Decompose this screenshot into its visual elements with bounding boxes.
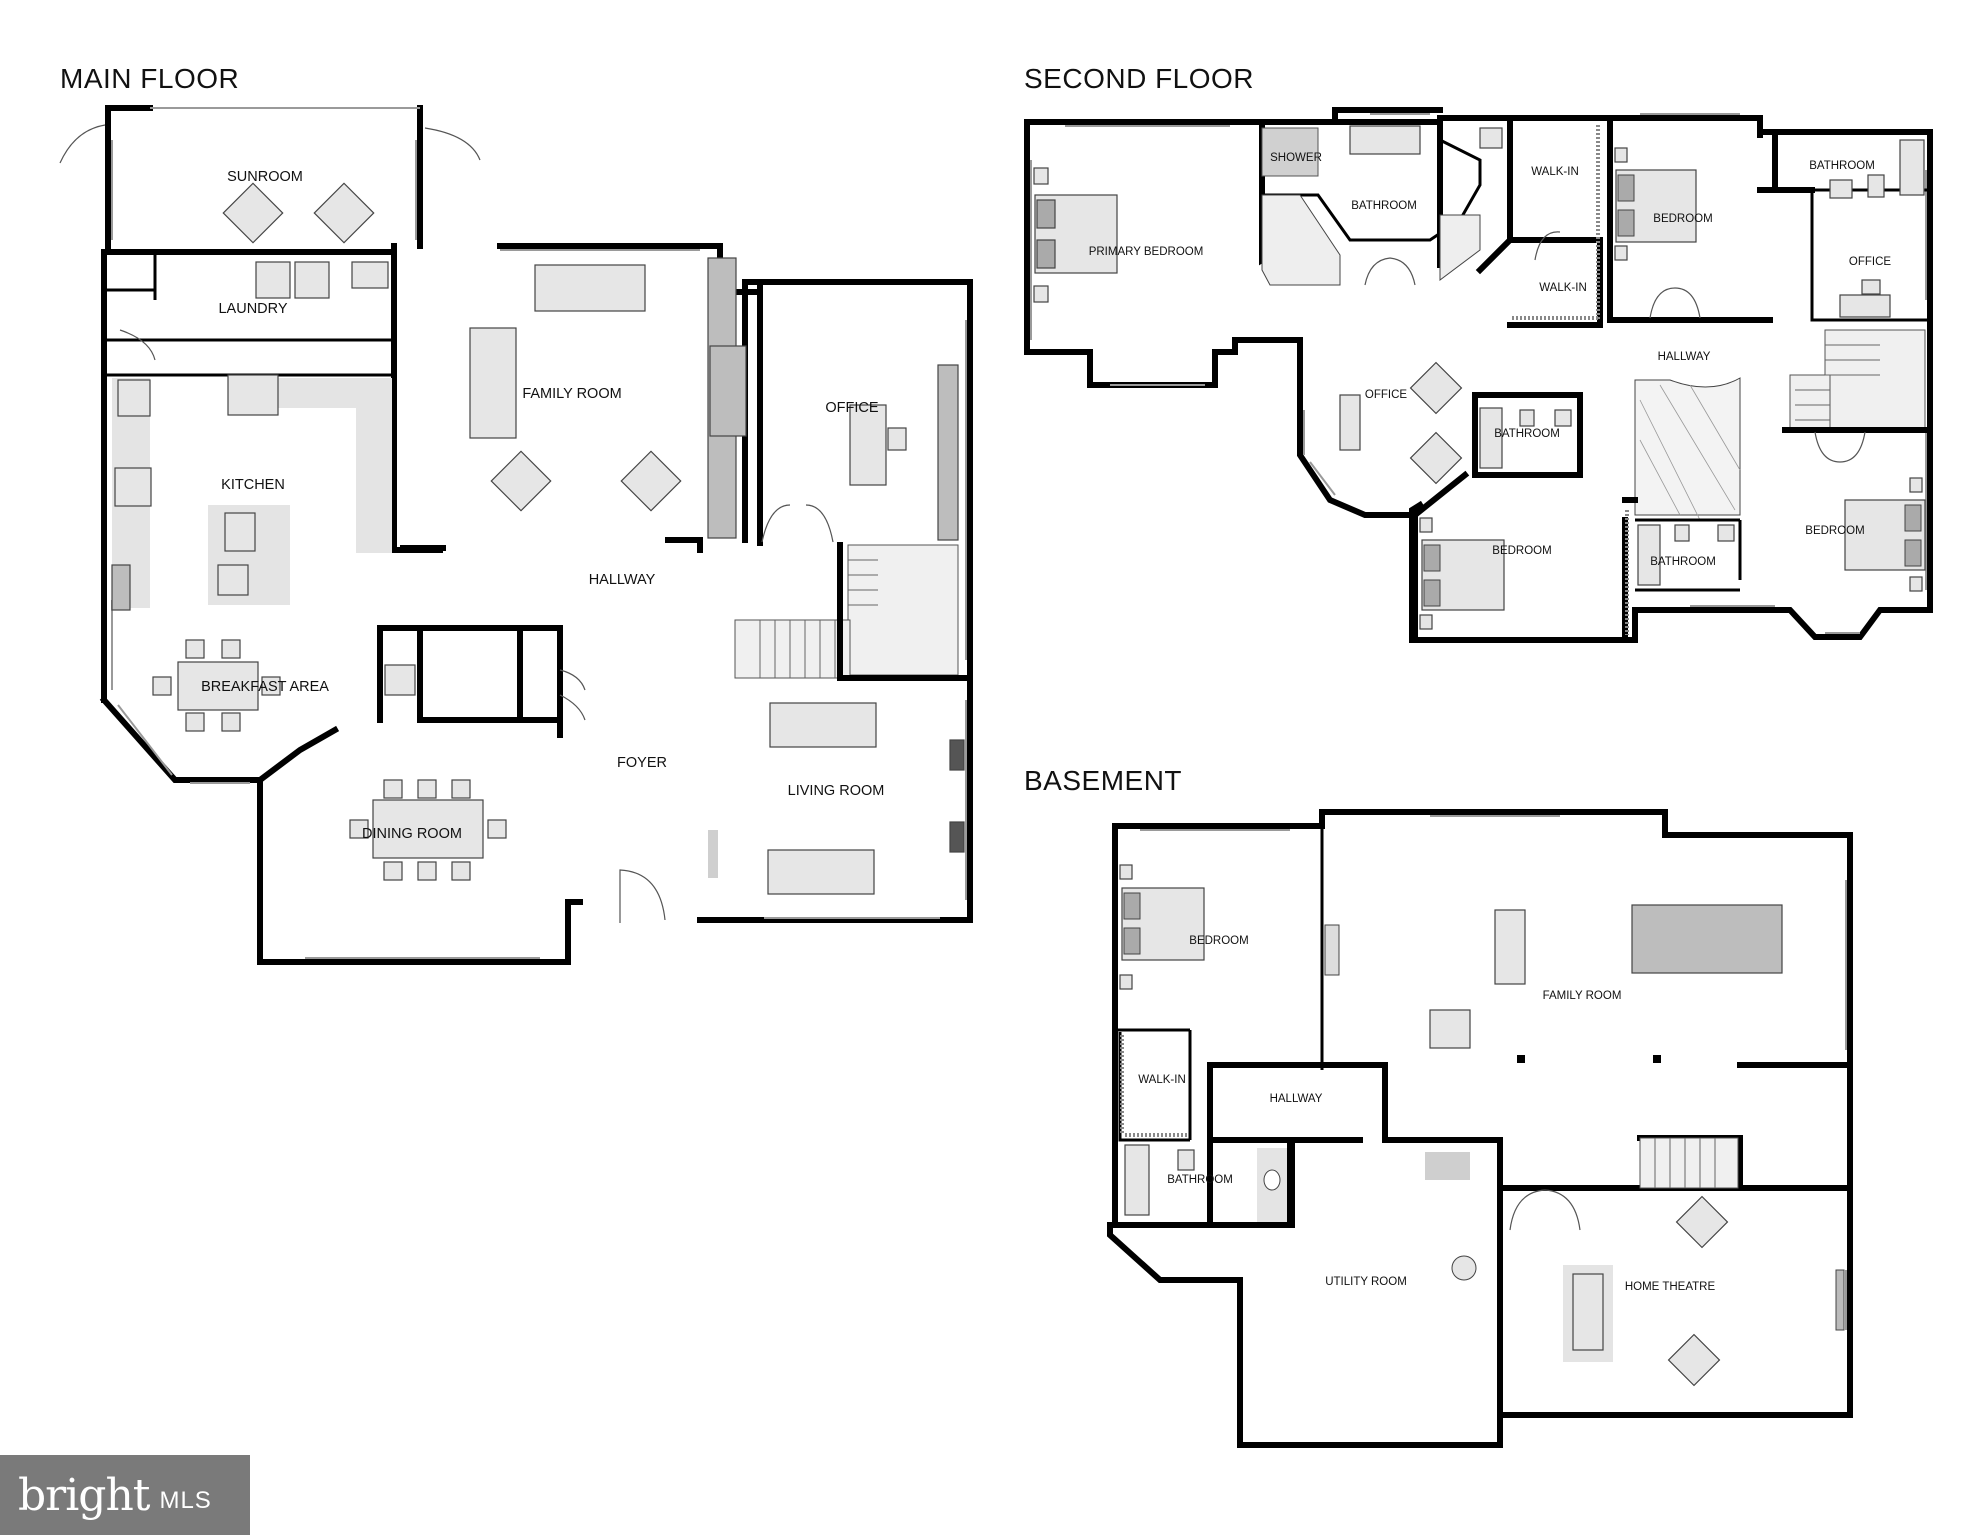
label-basement-walk-in: WALK-IN — [1138, 1074, 1186, 1086]
label-sunroom: SUNROOM — [227, 169, 303, 185]
family-room-area — [400, 257, 747, 553]
sunroom-area — [59, 105, 481, 249]
open-to-below — [1634, 377, 1741, 521]
label-living-room: LIVING ROOM — [788, 783, 885, 799]
label-laundry: LAUNDRY — [218, 301, 287, 317]
label-primary-bedroom: PRIMARY BEDROOM — [1089, 246, 1204, 258]
second-stairs — [1782, 329, 1933, 433]
living-room-area — [708, 702, 965, 895]
label-bedroom-1: BEDROOM — [1653, 213, 1712, 225]
label-shower: SHOWER — [1270, 152, 1322, 164]
label-bathroom-primary: BATHROOM — [1351, 200, 1417, 212]
label-hallway: HALLWAY — [589, 572, 656, 588]
label-hallway-second: HALLWAY — [1658, 351, 1711, 363]
logo-wordmark: bright — [18, 1469, 150, 1521]
bedroom-top-right — [1607, 115, 1815, 323]
main-floor-title: MAIN FLOOR — [60, 63, 239, 94]
dining-table — [349, 779, 507, 881]
basement: BASEMENT — [1024, 765, 1853, 1448]
office-area — [761, 364, 959, 543]
label-office-center: OFFICE — [1365, 389, 1407, 401]
breakfast-table — [152, 639, 281, 732]
main-stairs — [734, 542, 973, 681]
basement-walk-in — [1118, 1032, 1190, 1142]
primary-bathroom — [1261, 125, 1503, 286]
label-breakfast-area: BREAKFAST AREA — [201, 679, 329, 695]
logo-suffix: MLS — [159, 1487, 212, 1514]
label-basement-bathroom: BATHROOM — [1167, 1174, 1233, 1186]
label-bedroom-right: BEDROOM — [1805, 525, 1864, 537]
utility-room-area — [1287, 1137, 1581, 1418]
bright-mls-logo: bright MLS — [0, 1455, 250, 1535]
office-center — [1297, 337, 1463, 518]
primary-bed — [1033, 167, 1118, 303]
label-office: OFFICE — [825, 400, 878, 416]
label-utility-room: UTILITY ROOM — [1325, 1276, 1407, 1288]
label-office-right: OFFICE — [1849, 256, 1891, 268]
label-walk-in-1: WALK-IN — [1531, 166, 1579, 178]
label-home-theatre: HOME THEATRE — [1625, 1281, 1716, 1293]
label-kitchen: KITCHEN — [221, 477, 285, 493]
label-bathroom-center: BATHROOM — [1494, 428, 1560, 440]
label-basement-bedroom: BEDROOM — [1189, 935, 1248, 947]
label-foyer: FOYER — [617, 755, 667, 771]
main-floor: MAIN FLOOR — [59, 63, 973, 965]
basement-bedroom — [1115, 826, 1324, 1140]
second-floor: SECOND FLOOR — [1024, 63, 1933, 643]
basement-family-room — [1324, 904, 1853, 1193]
basement-stairs — [1639, 1137, 1739, 1189]
basement-hallway-bath — [1112, 1062, 1388, 1228]
kitchen-area — [111, 374, 392, 611]
label-dining-room: DINING ROOM — [362, 826, 462, 842]
label-family-room: FAMILY ROOM — [522, 386, 621, 402]
label-bedroom-bottom: BEDROOM — [1492, 545, 1551, 557]
bedroom-right — [1814, 431, 1926, 592]
laundry-area — [104, 252, 389, 361]
home-theatre-area — [1563, 1195, 1845, 1387]
label-basement-family-room: FAMILY ROOM — [1543, 990, 1622, 1002]
basement-title: BASEMENT — [1024, 765, 1182, 796]
label-bathroom-top-right: BATHROOM — [1809, 160, 1875, 172]
bedroom-bottom — [1410, 470, 1638, 643]
label-bathroom-bottom: BATHROOM — [1650, 556, 1716, 568]
label-walk-in-2: WALK-IN — [1539, 282, 1587, 294]
bathroom-center — [1472, 392, 1583, 478]
second-floor-title: SECOND FLOOR — [1024, 63, 1254, 94]
walk-ins — [1475, 115, 1603, 328]
label-basement-hallway: HALLWAY — [1270, 1093, 1323, 1105]
bathroom-bottom — [1635, 518, 1742, 592]
top-right-bath-office — [1775, 139, 1930, 322]
